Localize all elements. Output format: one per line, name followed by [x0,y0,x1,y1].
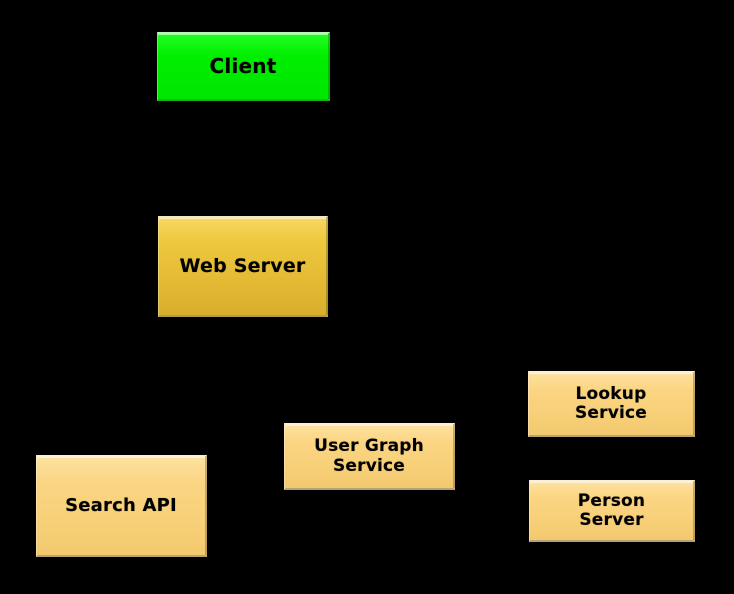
node-web-server[interactable]: Web Server [158,216,328,317]
node-person-server-label: Person Server [577,490,646,530]
node-client[interactable]: Client [157,32,330,101]
node-client-label: Client [209,54,277,79]
node-web-server-label: Web Server [179,254,306,277]
edge-web-server-to-search-api [120,316,201,456]
node-lookup-service-label: Lookup Service [574,383,648,423]
node-user-graph-service-label: User Graph Service [314,436,424,476]
node-lookup-service[interactable]: Lookup Service [528,371,695,437]
edge-web-server-to-user-graph-service [289,316,370,424]
node-person-server[interactable]: Person Server [529,480,695,542]
node-user-graph-service[interactable]: User Graph Service [284,423,455,490]
edge-web-server-to-lookup-service [327,299,529,405]
node-search-api[interactable]: Search API [36,455,207,557]
node-search-api-label: Search API [65,494,177,516]
